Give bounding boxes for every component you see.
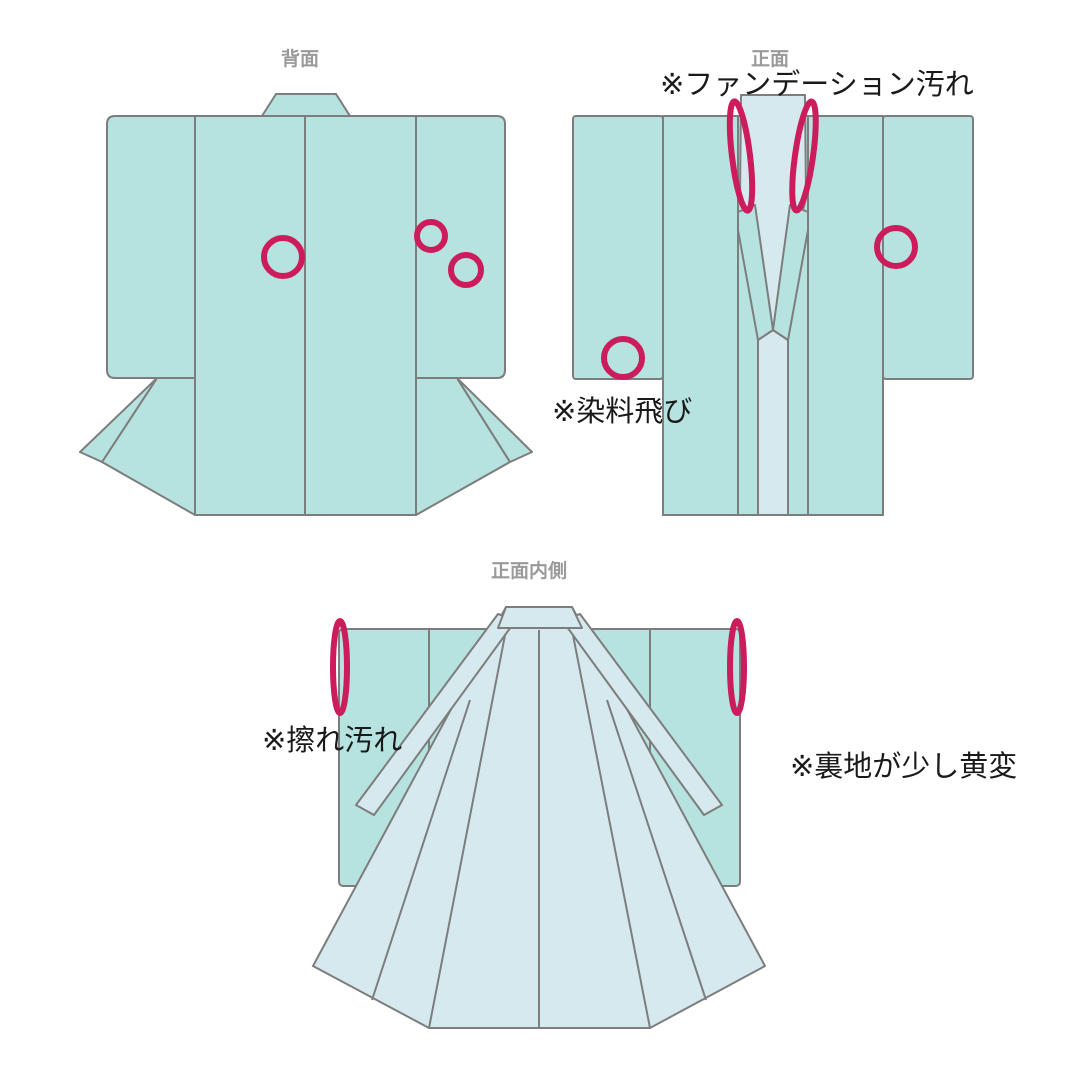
front-right-sleeve <box>882 115 974 380</box>
dye-spot-note: ※染料飛び <box>552 394 693 428</box>
front-left-body-inner <box>662 115 739 516</box>
back-left-gusset <box>101 377 196 516</box>
back-left-sleeve <box>106 115 196 379</box>
inside-neck-top <box>497 606 583 629</box>
foundation-stain-marker-left <box>726 98 756 214</box>
damage-markers <box>261 98 918 716</box>
back-view-haori <box>79 93 533 516</box>
back-stain-marker-upper <box>414 219 448 253</box>
inside-lining-seam-right <box>606 699 707 1001</box>
foundation-stain-marker-right <box>789 98 819 214</box>
lining-yellowing-note: ※裏地が少し黄変 <box>790 749 1018 783</box>
rub-stain-marker-left <box>330 618 350 716</box>
back-right-body-panel <box>304 115 417 516</box>
back-right-panel-flare <box>456 377 533 463</box>
back-view-title: 背面 <box>281 48 320 70</box>
back-stain-marker-lower <box>448 252 484 288</box>
inside-view-haori <box>312 606 766 1029</box>
back-right-gusset <box>415 377 511 516</box>
inside-lining-seam-center-right <box>571 629 651 1029</box>
back-collar <box>261 93 351 117</box>
rub-stain-note: ※擦れ汚れ <box>262 723 403 757</box>
dye-spot-marker <box>601 336 645 380</box>
inside-lining-seam-center-left <box>428 629 507 1029</box>
front-view-haori <box>572 94 974 516</box>
rub-stain-marker-right <box>727 618 747 716</box>
foundation-stain-note: ※ファンデーション汚れ <box>660 67 974 101</box>
inside-lining-seam-left <box>371 699 471 1001</box>
inside-view-title: 正面内側 <box>491 560 568 582</box>
front-right-body-inner <box>807 115 884 516</box>
front-stain-marker-sleeve <box>874 225 918 269</box>
front-lining-strip <box>757 329 789 516</box>
back-right-sleeve <box>415 115 506 379</box>
back-stain-marker-center <box>261 235 305 279</box>
back-left-panel-flare <box>79 377 158 463</box>
front-view-title: 正面 <box>751 48 790 70</box>
back-left-body-panel <box>194 115 306 516</box>
